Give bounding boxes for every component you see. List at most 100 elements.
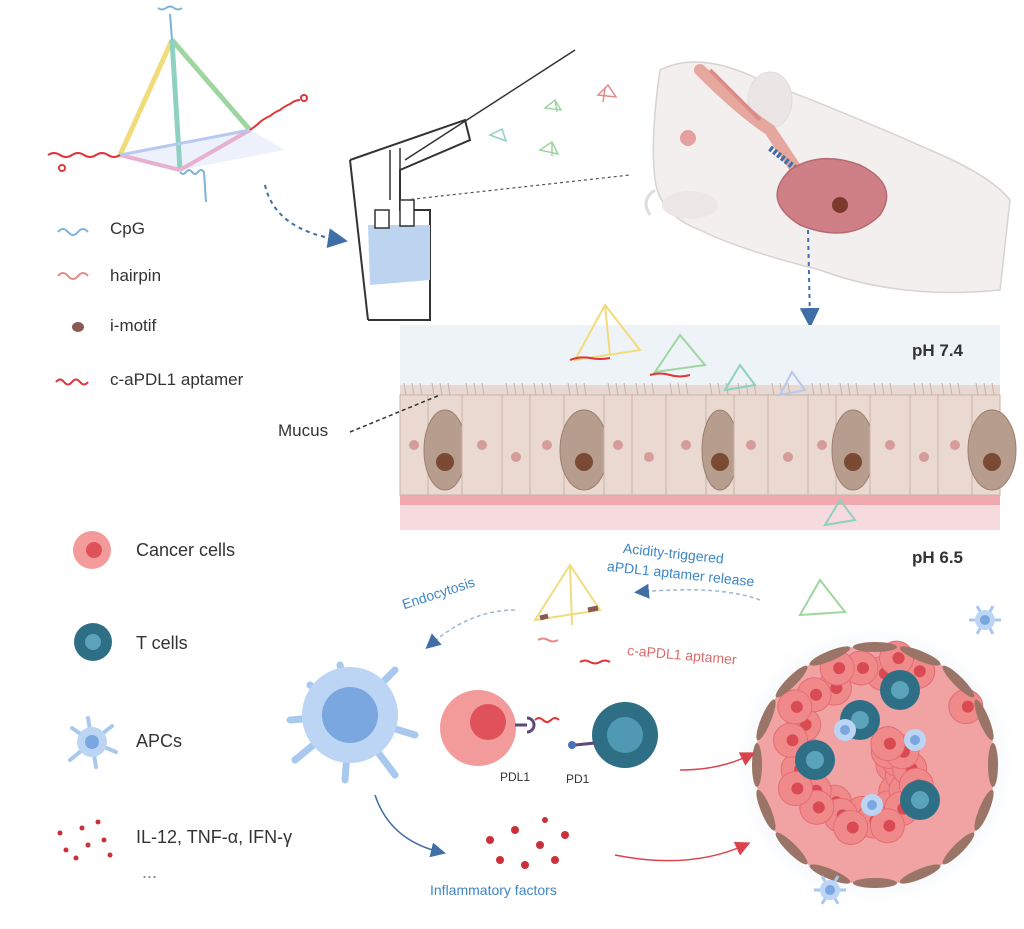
cell-nucleus <box>613 440 623 450</box>
cilium <box>431 382 435 396</box>
tumor-cancer-nucleus <box>791 782 804 795</box>
epithelial-cell <box>631 394 667 496</box>
cytokines-label: IL-12, TNF-α, IFN-γ <box>136 827 293 847</box>
cilium <box>983 382 987 396</box>
cilium <box>411 382 415 396</box>
goblet-cell <box>831 409 875 491</box>
inhaler-device <box>349 49 631 321</box>
arrow-to-airway <box>799 229 820 328</box>
cilium <box>607 382 611 396</box>
fibroblast <box>942 665 975 698</box>
tumor-cancer-nucleus <box>786 734 799 747</box>
fibroblast <box>756 699 776 741</box>
cancer-cells-label: Cancer cells <box>136 540 236 560</box>
released-aptamer-1 <box>537 637 559 643</box>
tumor-apc-nucleus <box>910 735 920 745</box>
cell-nucleus <box>477 440 487 450</box>
tumor-cancer-nucleus <box>883 819 896 832</box>
arrow-to-inhaler <box>264 184 348 249</box>
cilium <box>669 382 673 396</box>
tcell-to-tumor-arrow <box>679 752 756 771</box>
tcell-legend-icon <box>74 623 112 661</box>
cilium <box>949 382 953 396</box>
released-aptamer-2 <box>579 659 611 665</box>
epithelial-cells <box>399 382 1017 496</box>
legend-cpg-label: CpG <box>110 219 145 238</box>
goblet-nucleus <box>436 453 454 471</box>
cell-nucleus <box>817 440 827 450</box>
cell-nucleus <box>542 440 552 450</box>
tumor-tcell-nucleus <box>851 711 869 729</box>
cilium <box>521 382 525 396</box>
fibroblast <box>899 864 941 884</box>
fibroblast <box>988 743 998 787</box>
peripheral-apc <box>814 875 846 905</box>
tumor-tcell-nucleus <box>911 791 929 809</box>
goblet-cell <box>423 409 467 491</box>
fibroblast <box>752 743 762 787</box>
cilium <box>811 382 815 396</box>
epithelial-cell <box>733 394 769 496</box>
goblet-nucleus <box>983 453 1001 471</box>
cancer-cell-legend-icon <box>73 531 111 569</box>
cell-nucleus <box>511 452 521 462</box>
cilium <box>737 382 741 396</box>
cilium <box>771 382 775 396</box>
fibroblast <box>809 646 851 666</box>
cilium <box>651 382 655 396</box>
cilium <box>505 382 509 396</box>
cell-nucleus <box>409 440 419 450</box>
apcs-label: APCs <box>136 731 183 751</box>
fibroblast <box>942 832 975 865</box>
tumor-mass <box>752 605 1001 905</box>
tumor-cancer-nucleus <box>810 688 823 701</box>
peripheral-apc <box>969 605 1001 635</box>
cytokine-dots <box>486 817 569 869</box>
cilium <box>827 382 831 396</box>
goblet-nucleus <box>711 453 729 471</box>
tumor-cancer-nucleus <box>892 652 905 665</box>
goblet-cell <box>559 409 609 491</box>
apc-nucleus <box>980 615 990 625</box>
tumor-cancer-nucleus <box>961 700 974 713</box>
cilium <box>439 382 443 396</box>
apc-legend-icon <box>68 716 118 769</box>
cilium <box>677 382 681 396</box>
tumor-tcell-nucleus <box>891 681 909 699</box>
cilium <box>643 382 647 396</box>
pd1-label: PD1 <box>566 772 590 786</box>
cilium <box>685 382 689 396</box>
cilium <box>819 382 823 396</box>
cilium <box>881 382 885 396</box>
cilium <box>583 382 587 396</box>
tumor-cancer-nucleus <box>913 665 926 678</box>
tumor-cancer-nucleus <box>833 662 846 675</box>
fibroblast <box>756 789 776 831</box>
cilium <box>575 382 579 396</box>
tcell-large <box>568 702 658 768</box>
cell-nucleus <box>783 452 793 462</box>
fibroblast <box>775 832 808 865</box>
pdl1-label: PDL1 <box>500 770 531 784</box>
cilium <box>975 382 979 396</box>
imotif-legend-icon <box>72 322 84 332</box>
released-tetrahedron <box>532 563 847 626</box>
cilium <box>717 382 721 396</box>
legend-hairpin-label: hairpin <box>110 266 162 285</box>
cytokine-legend-icon <box>57 819 113 861</box>
mouse-illustration <box>644 61 1011 294</box>
cilium <box>889 382 893 396</box>
apc-large <box>286 661 419 784</box>
cilium <box>873 382 877 396</box>
cilium <box>839 382 843 396</box>
ph-7-4-label: pH 7.4 <box>912 341 964 360</box>
acidity-arrow <box>634 583 761 601</box>
cilium <box>709 382 713 396</box>
tumor-cancer-nucleus <box>790 700 803 713</box>
fibroblast <box>899 646 941 666</box>
cilium <box>447 382 451 396</box>
epithelial-cell <box>767 394 809 496</box>
goblet-nucleus <box>844 453 862 471</box>
